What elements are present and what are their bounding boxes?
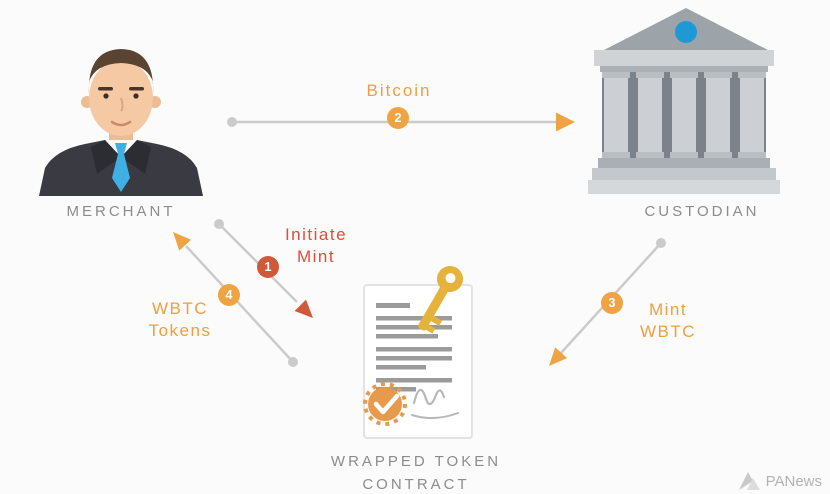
key-icon bbox=[418, 266, 463, 334]
seal-check-icon bbox=[363, 382, 407, 426]
bank-icon bbox=[588, 8, 780, 194]
mint-wbtc-origin-dot bbox=[656, 238, 666, 248]
initiate-mint-origin-dot bbox=[214, 219, 224, 229]
step-2-badge: 2 bbox=[387, 107, 409, 129]
watermark: PANews bbox=[738, 472, 822, 490]
merchant-node bbox=[35, 36, 207, 201]
wbtc-tokens-flow-label: WBTC Tokens bbox=[148, 299, 212, 341]
bitcoin-flow-label: Bitcoin bbox=[366, 81, 432, 100]
merchant-avatar bbox=[39, 49, 203, 196]
merchant-label: MERCHANT bbox=[66, 203, 176, 220]
step-3-badge: 3 bbox=[601, 292, 623, 314]
mint-wbtc-arrowhead-icon bbox=[549, 347, 567, 366]
panews-logo-icon bbox=[738, 472, 760, 490]
signature-icon bbox=[411, 388, 459, 419]
initiate-mint-arrowhead-icon bbox=[294, 299, 313, 318]
watermark-text: PANews bbox=[765, 472, 822, 490]
contract-document-icon bbox=[363, 266, 473, 439]
step-1-badge: 1 bbox=[257, 256, 279, 278]
step-4-badge: 4 bbox=[218, 284, 240, 306]
wbtc-tokens-arrowhead-icon bbox=[173, 232, 192, 251]
mint-wbtc-flow-label: Mint WBTC bbox=[639, 300, 697, 342]
initiate-mint-flow-label: Initiate Mint bbox=[284, 225, 348, 267]
contract-label: WRAPPED TOKEN CONTRACT bbox=[330, 453, 502, 493]
custodian-node bbox=[588, 8, 780, 199]
custodian-label: CUSTODIAN bbox=[644, 203, 760, 220]
wbtc-tokens-origin-dot bbox=[288, 357, 298, 367]
bitcoin-flow-origin-dot bbox=[227, 117, 237, 127]
contract-node bbox=[352, 263, 487, 450]
bitcoin-arrowhead-icon bbox=[556, 112, 575, 132]
